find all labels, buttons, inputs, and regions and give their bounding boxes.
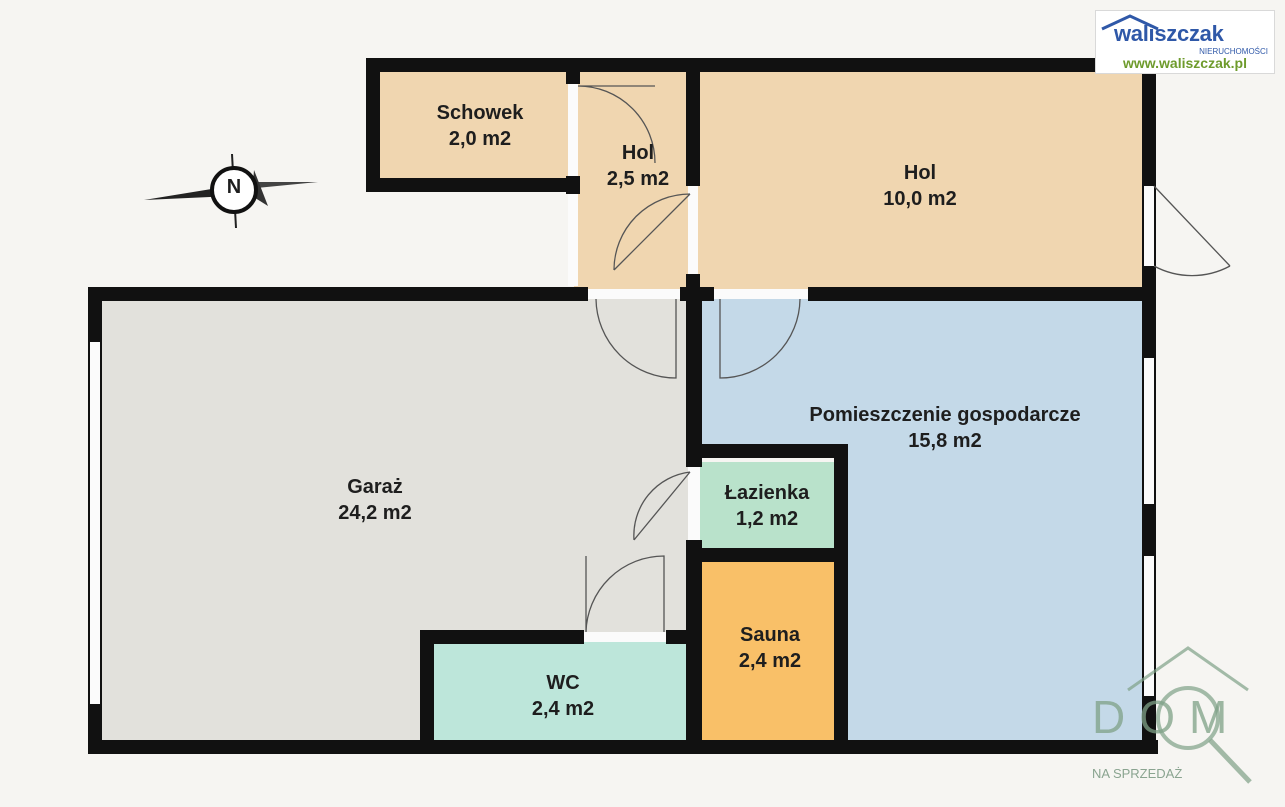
room-floor-hol-large [694,66,1150,290]
room-area: 2,0 m2 [448,128,512,150]
roof-icon [1101,14,1159,31]
room-label-schowek: Schowek 2,0 m2 [400,100,560,152]
door-pomieszczenie [719,298,801,379]
room-floor-hol-small [574,66,694,290]
room-floor-pomieszczenie [696,296,1148,742]
watermark-text: DOM [1092,691,1242,743]
room-floor-sauna [700,558,838,742]
brand-subtitle: NIERUCHOMOŚCI [1199,47,1268,56]
door-hol-bottom [613,193,691,271]
room-area: 24,2 m2 [338,502,412,524]
door-garage [595,298,677,379]
doors [577,85,1231,633]
room-area: 1,2 m2 [735,508,799,530]
room-name: WC [546,672,580,694]
room-floor-schowek [374,66,574,186]
room-name: Pomieszczenie gospodarcze [809,404,1081,426]
room-name: Schowek [436,102,524,124]
room-area: 2,4 m2 [531,698,595,720]
room-name: Garaż [347,476,403,498]
door-hol-top [577,85,656,164]
watermark-subtitle: NA SPRZEDAŻ [1092,766,1183,781]
room-name: Sauna [739,624,801,646]
room-label-pomieszczenie: Pomieszczenie gospodarcze 15,8 m2 [760,402,1130,454]
door-wc [585,555,665,633]
brand-logo[interactable]: waliszczak NIERUCHOMOŚCI www.waliszczak.… [1095,10,1275,74]
room-area: 2,5 m2 [606,168,670,190]
door-lazienka [633,471,691,541]
room-area: 15,8 m2 [908,430,982,452]
room-name: Hol [903,162,937,184]
room-floor-lazienka [700,462,836,548]
room-area: 2,4 m2 [738,650,802,672]
brand-url[interactable]: www.waliszczak.pl [1123,55,1247,71]
openings [90,84,1154,704]
room-label-hol-large: Hol 10,0 m2 [840,160,1000,212]
compass-label: N [226,176,242,198]
room-label-wc: WC 2,4 m2 [500,670,626,722]
room-label-sauna: Sauna 2,4 m2 [710,622,830,674]
room-label-garaz: Garaż 24,2 m2 [300,474,450,526]
room-label-hol-small: Hol 2,5 m2 [588,140,688,192]
room-name: Łazienka [724,482,810,504]
room-label-lazienka: Łazienka 1,2 m2 [702,480,832,532]
room-name: Hol [621,142,655,164]
door-exterior [1153,185,1231,277]
room-floor-wc [430,640,692,742]
room-area: 10,0 m2 [883,188,957,210]
brand-name: waliszczak [1114,21,1224,46]
